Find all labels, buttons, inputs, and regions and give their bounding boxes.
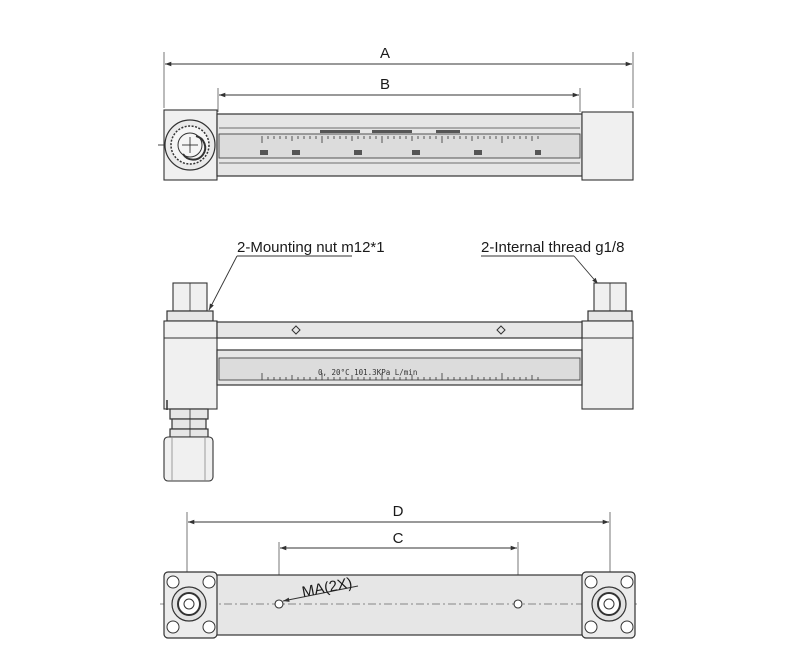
internal-thread-leader xyxy=(573,255,599,285)
dimension-d-label: D xyxy=(393,503,404,520)
scale-ticks-front xyxy=(261,373,539,380)
bottom-view: D C xyxy=(160,503,640,639)
front-view: 2-Mounting nut m12*1 2-Internal thread g… xyxy=(163,239,634,482)
mounting-hole-left xyxy=(274,599,284,609)
scale-ticks-top xyxy=(261,136,539,143)
right-block-top xyxy=(581,111,634,181)
mounting-nut-callout: 2-Mounting nut m12*1 xyxy=(237,239,385,256)
mounting-rail xyxy=(216,321,583,339)
mounting-holes-leader xyxy=(282,585,359,602)
glass-tube-front xyxy=(218,357,581,381)
scale-conditions-text: 0, 20°C 101.3KPa L/min xyxy=(318,368,417,377)
valve-knob-front xyxy=(163,436,214,482)
mounting-hole-right xyxy=(513,599,523,609)
dimension-b-label: B xyxy=(380,76,390,93)
mounting-nut-leader xyxy=(208,255,238,311)
top-view: A B xyxy=(158,45,634,181)
left-block-front xyxy=(163,320,218,410)
valve-stem xyxy=(169,408,209,420)
scale-marks-top xyxy=(260,130,541,155)
internal-thread-callout: 2-Internal thread g1/8 xyxy=(481,239,624,256)
right-flange xyxy=(581,571,636,639)
base-bar xyxy=(211,574,587,636)
left-flange xyxy=(163,571,218,639)
dimension-a-label: A xyxy=(380,45,390,62)
dimension-c-label: C xyxy=(393,530,404,547)
right-block-front xyxy=(581,320,634,410)
